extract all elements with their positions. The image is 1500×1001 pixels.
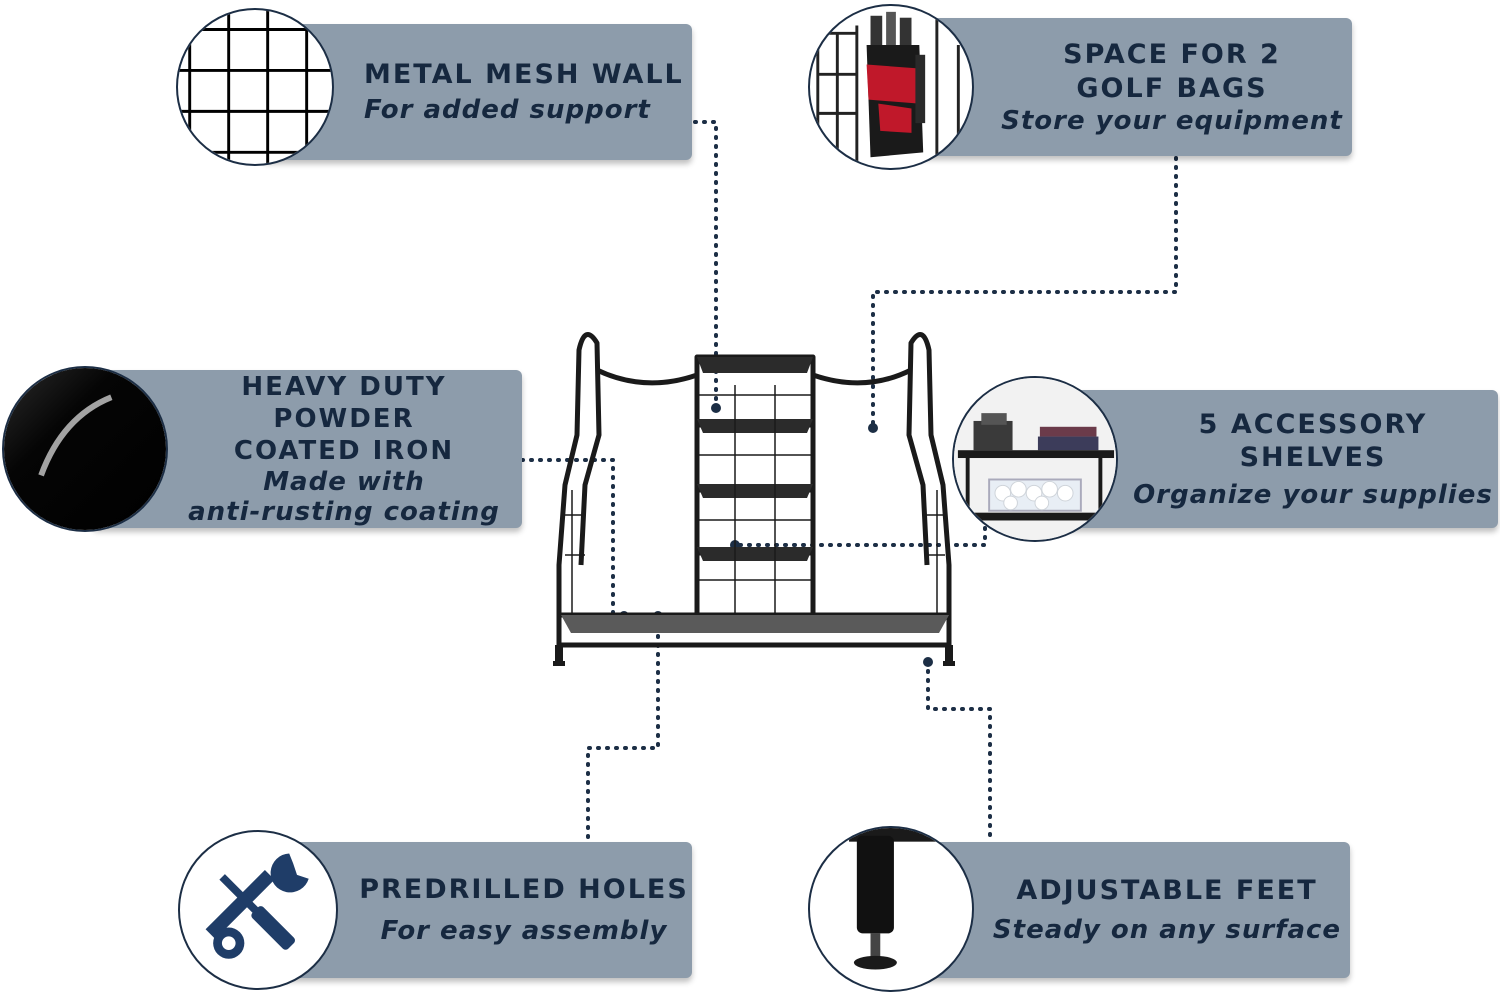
shelf-icon — [952, 376, 1118, 542]
feature-title: PREDRILLED HOLES — [359, 874, 689, 905]
powder-coated-iron-icon — [2, 366, 168, 532]
storage-rack-image — [553, 332, 955, 666]
screwdriver-wrench-icon — [178, 830, 338, 990]
feature-subtitle: For easy assembly — [380, 916, 668, 946]
feature-subtitle: Made with anti-rusting coating — [188, 467, 500, 527]
feature-subtitle: For added support — [364, 95, 651, 125]
feature-title: 5 ACCESSORY SHELVES — [1198, 408, 1428, 473]
feature-panel-iron: HEAVY DUTY POWDER COATED IRON Made with … — [92, 370, 522, 528]
feature-subtitle: Steady on any surface — [992, 915, 1342, 945]
golf-bag-icon — [808, 4, 974, 170]
mesh-icon — [176, 8, 334, 166]
feature-title: METAL MESH WALL — [364, 59, 684, 90]
feature-subtitle: Store your equipment — [1001, 105, 1343, 136]
adjustable-foot-icon — [808, 826, 974, 992]
feature-title: SPACE FOR 2 GOLF BAGS — [1063, 38, 1281, 104]
feature-subtitle: Organize your supplies — [1133, 479, 1493, 510]
connector-feet — [926, 660, 992, 844]
feature-title: HEAVY DUTY POWDER COATED IRON — [233, 372, 455, 466]
feature-title: ADJUSTABLE FEET — [1016, 875, 1318, 906]
